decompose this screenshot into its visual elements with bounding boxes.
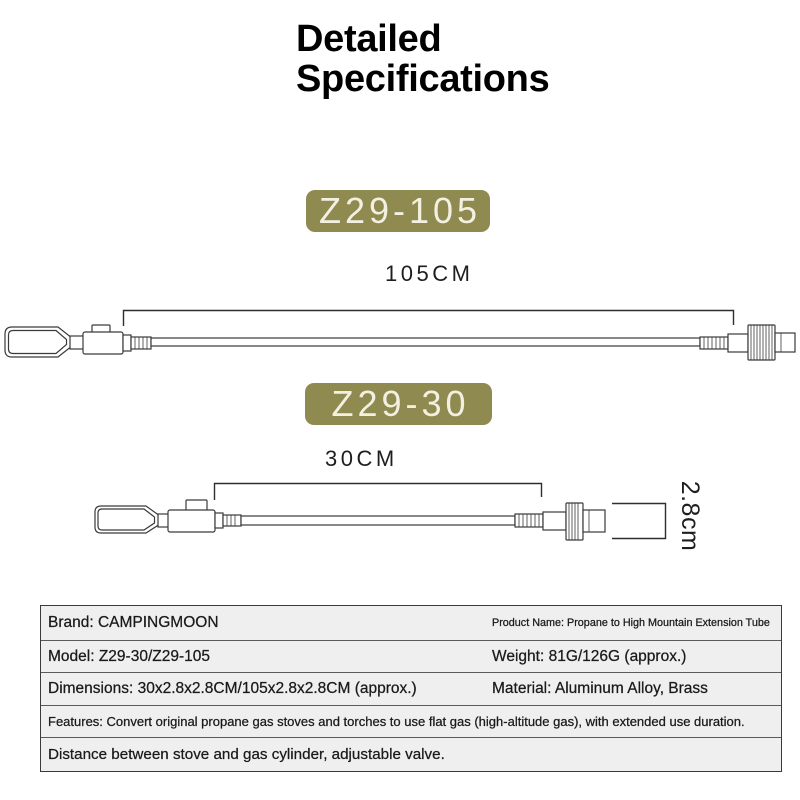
threads-30	[568, 503, 579, 540]
left-crimp-105-knurl	[134, 337, 148, 349]
valve-body-30	[167, 509, 216, 533]
page-title: Detailed Specifications	[296, 18, 550, 100]
diameter-bracket	[612, 502, 667, 540]
left-ferrule-30	[214, 512, 224, 529]
left-crimp-30	[222, 514, 242, 527]
spec-model: Model: Z29-30/Z29-105	[48, 647, 210, 665]
nozzle-105	[774, 332, 796, 353]
spec-features: Features: Convert original propane gas s…	[48, 714, 745, 729]
spec-row-features: Features: Convert original propane gas s…	[41, 705, 781, 737]
specifications-table: Brand: CAMPINGMOON Product Name: Propane…	[40, 605, 782, 772]
hose-105	[150, 337, 701, 347]
page-title-line1: Detailed	[296, 18, 442, 60]
threads-105	[750, 325, 773, 360]
left-crimp-30-knurl	[226, 515, 236, 526]
length-label-30: 30CM	[325, 446, 398, 471]
diameter-label: 2.8cm	[676, 480, 704, 552]
dimension-line-105	[122, 309, 735, 326]
right-crimp-105-knurl	[703, 337, 725, 349]
spec-row-model: Model: Z29-30/Z29-105 Weight: 81G/126G (…	[41, 640, 781, 672]
spec-weight: Weight: 81G/126G (approx.)	[492, 647, 687, 665]
threaded-fitting-30	[565, 502, 584, 541]
nozzle-30	[582, 509, 606, 533]
spec-brand: Brand: CAMPINGMOON	[48, 614, 219, 631]
page-title-line2: Specifications	[296, 58, 550, 100]
dimension-line-30	[213, 482, 543, 500]
model-badge-z29-105: Z29-105	[306, 190, 490, 232]
valve-knob-30	[185, 499, 208, 512]
spec-dimensions: Dimensions: 30x2.8x2.8CM/105x2.8x2.8CM (…	[48, 680, 417, 697]
spec-material: Material: Aluminum Alloy, Brass	[492, 680, 708, 697]
spec-row-dimensions: Dimensions: 30x2.8x2.8CM/105x2.8x2.8CM (…	[41, 672, 781, 705]
tube-30-drawing	[94, 482, 667, 541]
length-label-105: 105CM	[385, 261, 474, 286]
spec-row-brand: Brand: CAMPINGMOON Product Name: Propane…	[41, 606, 781, 640]
right-ferrule-105	[727, 333, 749, 353]
left-crimp-105	[130, 336, 152, 350]
right-ferrule-30	[542, 511, 567, 531]
right-crimp-30-knurl	[518, 514, 540, 527]
bail-handle-105	[4, 326, 73, 358]
spec-notes: Distance between stove and gas cylinder,…	[48, 746, 445, 763]
bail-handle-30	[94, 505, 161, 534]
threaded-fitting-105	[747, 324, 776, 361]
model-badge-z29-30: Z29-30	[305, 383, 492, 425]
hose-30	[240, 515, 516, 526]
left-ferrule-105	[122, 334, 132, 352]
spec-row-notes: Distance between stove and gas cylinder,…	[41, 737, 781, 771]
valve-body-105	[82, 331, 124, 355]
tube-105-drawing	[4, 309, 796, 361]
spec-product-name: Product Name: Propane to High Mountain E…	[492, 617, 770, 629]
neck-105	[69, 335, 85, 350]
